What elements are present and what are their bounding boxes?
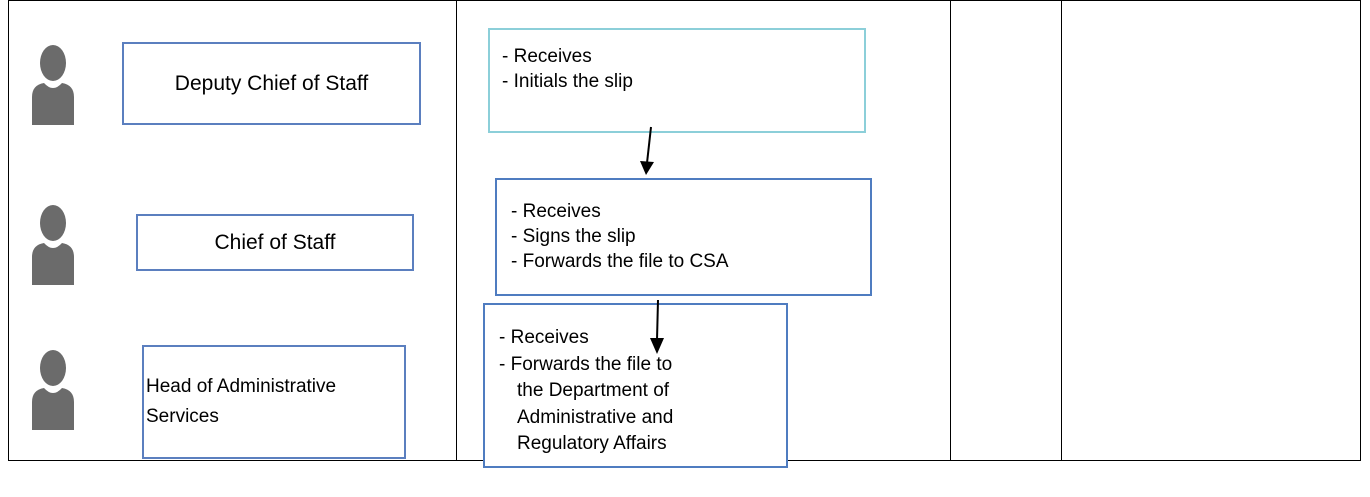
role-box-chief-of-staff: Chief of Staff — [136, 214, 414, 271]
role-label: Deputy Chief of Staff — [174, 71, 369, 95]
column-divider-1 — [456, 0, 457, 461]
step-line: - Receives — [511, 201, 601, 222]
role-label: Chief of Staff — [214, 230, 336, 254]
arrow-down-icon — [640, 126, 654, 175]
role-label: Head of Administrative Services — [146, 376, 337, 427]
step-line: - Forwards the file to — [499, 353, 673, 375]
step-box-initial-review: - Receives - Initials the slip — [488, 28, 866, 133]
step-line: - Receives — [502, 46, 592, 67]
step-line: - Forwards the file to CSA — [511, 251, 729, 272]
step-box-signing: - Receives - Signs the slip - Forwards t… — [495, 178, 872, 296]
arrow-down-icon — [650, 299, 664, 354]
step-line: - Signs the slip — [511, 226, 636, 247]
step-line: - Receives — [499, 327, 589, 348]
column-divider-3 — [1061, 0, 1062, 461]
step-line: - Initials the slip — [502, 71, 633, 92]
column-divider-2 — [950, 0, 951, 461]
person-icon — [32, 350, 74, 430]
step-line: Administrative and — [517, 406, 674, 428]
step-box-forwarding: - Receives - Forwards the file to the De… — [483, 303, 788, 468]
person-icon — [32, 205, 74, 285]
step-line: the Department of — [517, 380, 670, 401]
role-box-head-of-administrative-services: Head of Administrative Services — [142, 345, 406, 459]
step-line: Regulatory Affairs — [517, 433, 667, 454]
person-icon — [32, 45, 74, 125]
role-box-deputy-chief-of-staff: Deputy Chief of Staff — [122, 42, 421, 125]
